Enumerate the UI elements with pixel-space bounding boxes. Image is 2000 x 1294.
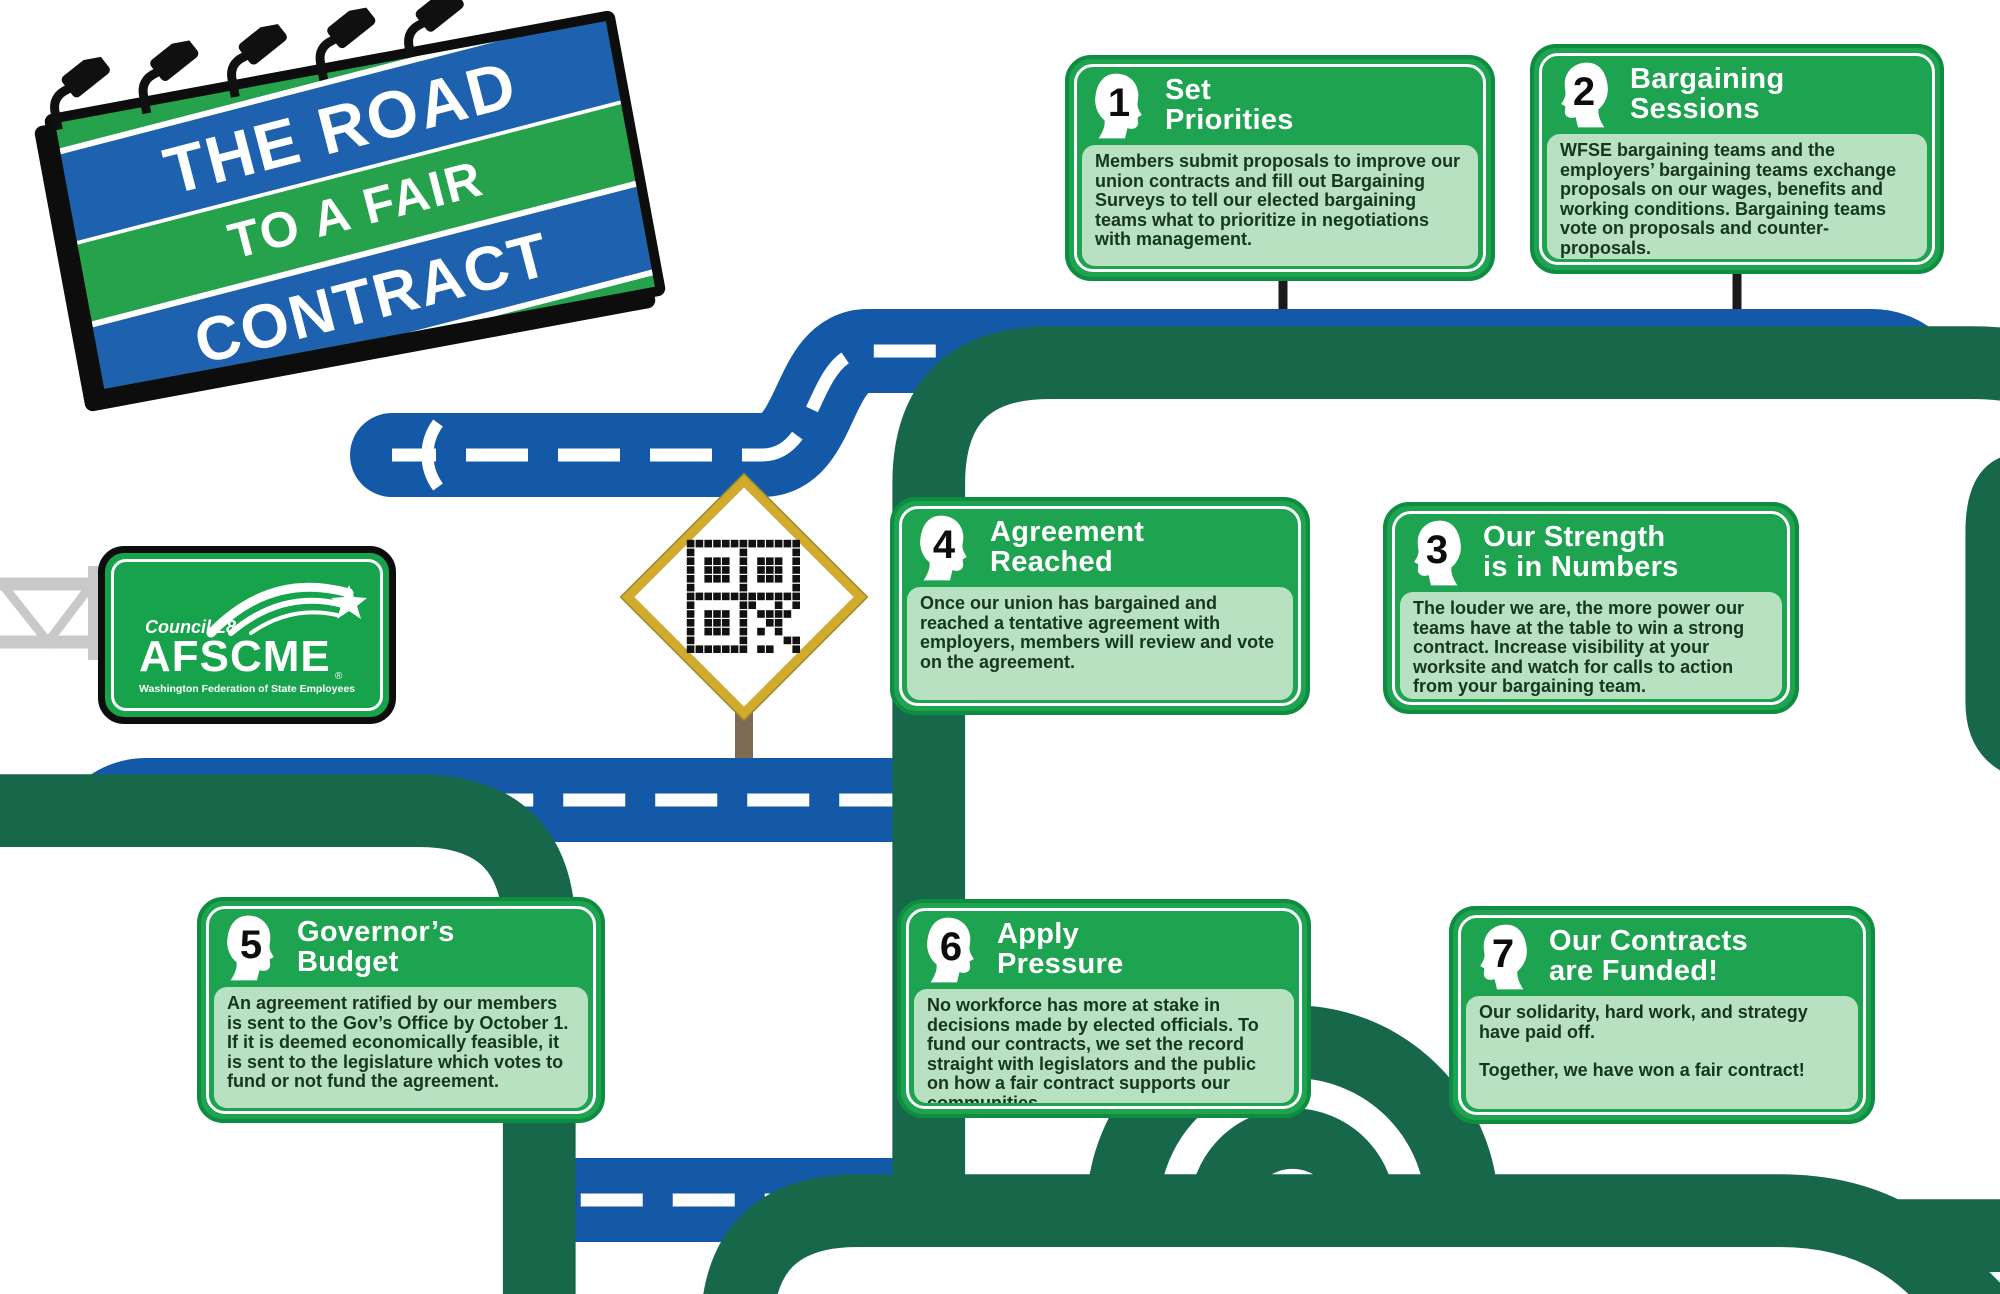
step-card-7: 7 Our Contracts are Funded! Our solidari… xyxy=(1449,906,1875,1124)
step-card-5: 5 Governor’s Budget An agreement ratifie… xyxy=(197,897,605,1123)
head-silhouette-icon: 3 xyxy=(1407,518,1467,588)
step-title: Bargaining Sessions xyxy=(1630,63,1785,125)
step-number: 6 xyxy=(939,925,963,969)
step-card-4: 4 Agreement Reached Once our union has b… xyxy=(890,497,1310,715)
step-card-2: 2 Bargaining Sessions WFSE bargaining te… xyxy=(1530,44,1944,274)
delivery-van-icon xyxy=(737,1211,2000,1294)
step-number: 5 xyxy=(239,923,263,967)
step-title: Agreement Reached xyxy=(990,516,1145,578)
step-number: 3 xyxy=(1425,528,1449,572)
road-start-marking xyxy=(421,419,443,491)
qr-sign xyxy=(619,472,869,722)
head-silhouette-icon: 1 xyxy=(1089,71,1149,141)
step-description: WFSE bargaining teams and the employers’… xyxy=(1547,134,1927,259)
logo-org: AFSCME xyxy=(139,632,331,681)
step-description: Members submit proposals to improve our … xyxy=(1082,145,1478,266)
step-title: Set Priorities xyxy=(1165,74,1294,136)
step-card-6: 6 Apply Pressure No workforce has more a… xyxy=(897,899,1311,1118)
step-description: Our solidarity, hard work, and strategy … xyxy=(1466,996,1858,1109)
head-silhouette-icon: 2 xyxy=(1554,60,1614,130)
logo-council: Council 28 xyxy=(145,617,237,637)
logo-tagline: Washington Federation of State Employees xyxy=(138,683,356,695)
step-number: 4 xyxy=(932,523,956,567)
step-title: Apply Pressure xyxy=(997,918,1124,980)
step-description: Once our union has bargained and reached… xyxy=(907,587,1293,700)
step-description: No workforce has more at stake in decisi… xyxy=(914,989,1294,1103)
step-title: Our Strength is in Numbers xyxy=(1483,521,1679,583)
qr-code xyxy=(686,539,800,653)
afscme-logo: Council 28 AFSCME ® Washington Federatio… xyxy=(98,546,396,724)
head-silhouette-icon: 6 xyxy=(921,915,981,985)
step-description: An agreement ratified by our members is … xyxy=(214,987,588,1108)
step-card-1: 1 Set Priorities Members submit proposal… xyxy=(1065,55,1495,281)
head-silhouette-icon: 5 xyxy=(221,913,281,983)
step-number: 2 xyxy=(1572,70,1596,114)
head-silhouette-icon: 7 xyxy=(1473,922,1533,992)
step-number: 1 xyxy=(1107,81,1131,125)
step-number: 7 xyxy=(1491,932,1515,976)
step-card-3: 3 Our Strength is in Numbers The louder … xyxy=(1383,502,1799,714)
step-title: Our Contracts are Funded! xyxy=(1549,925,1748,987)
step-title: Governor’s Budget xyxy=(297,916,455,978)
head-silhouette-icon: 4 xyxy=(914,513,974,583)
truss xyxy=(0,566,104,660)
step-description: The louder we are, the more power our te… xyxy=(1400,592,1782,699)
logo-registered-mark: ® xyxy=(335,671,343,682)
swoosh-star-icon xyxy=(206,582,367,638)
